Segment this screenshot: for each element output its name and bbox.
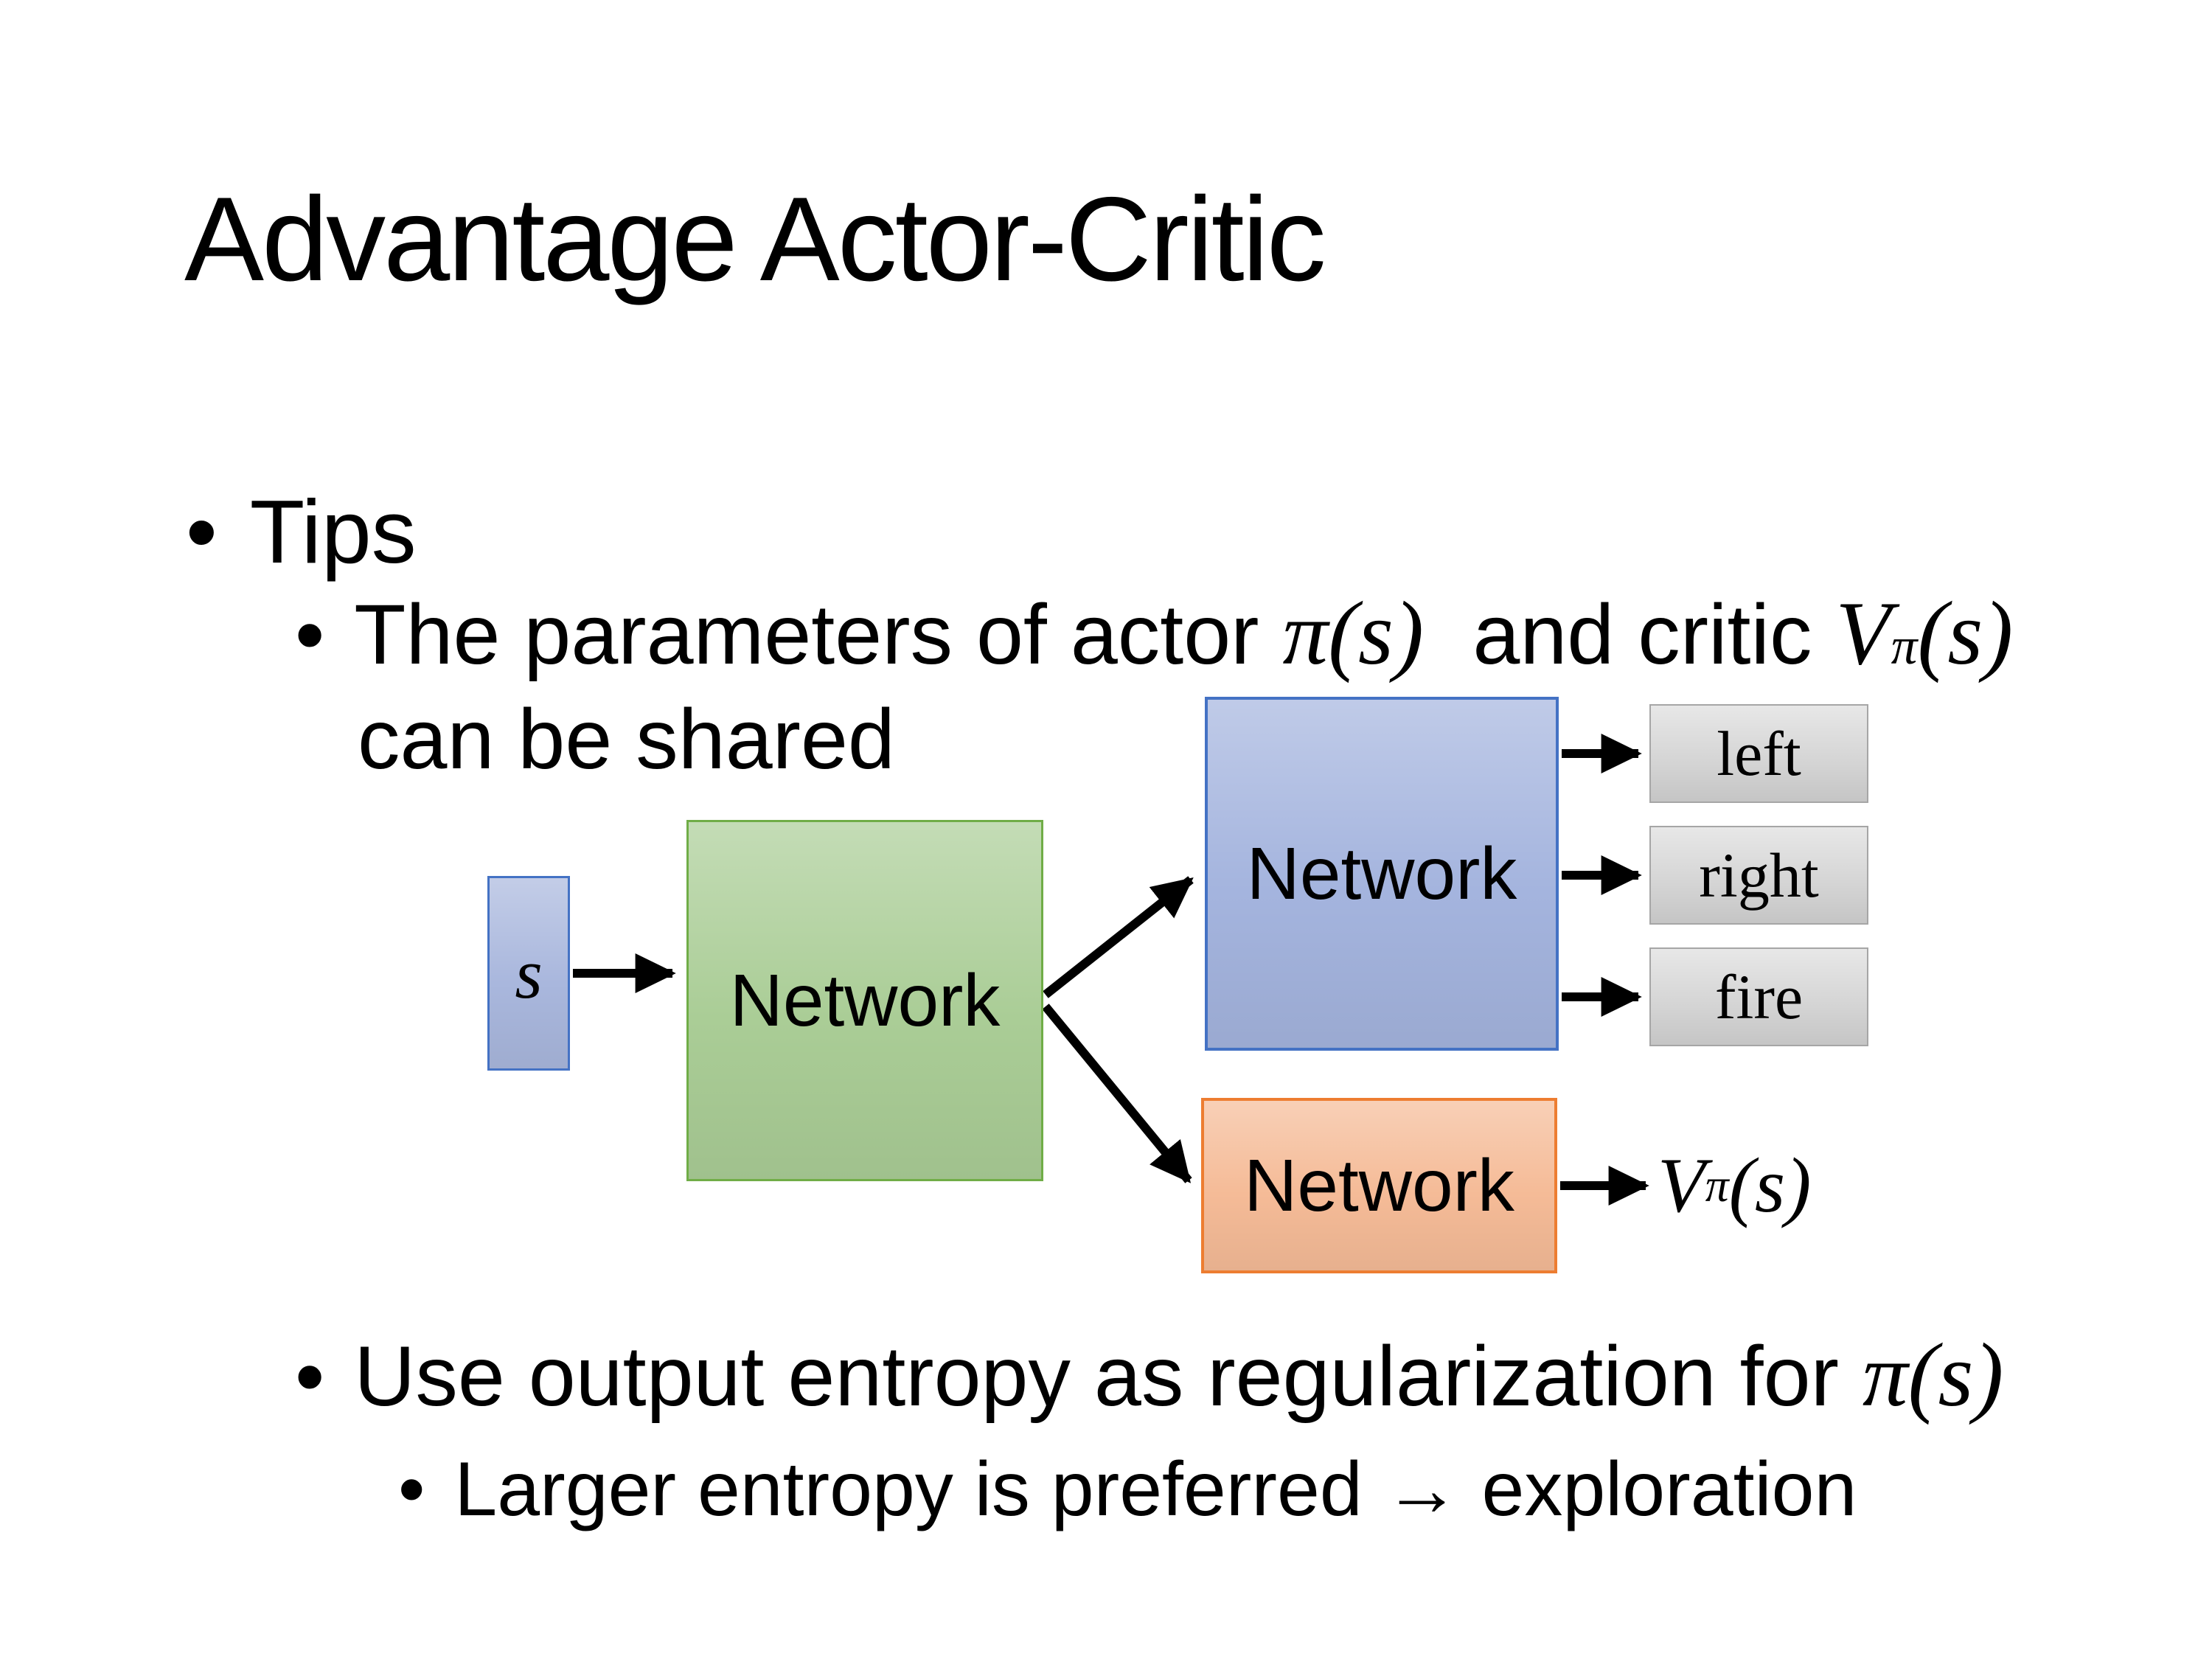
- tips-label: Tips: [249, 481, 417, 582]
- value-output-sup: π: [1705, 1159, 1729, 1211]
- bullet-dot: •: [295, 588, 325, 682]
- arrow-shared-to-actor-network: [1043, 876, 1194, 998]
- shared-params-text-mid: and critic: [1449, 588, 1836, 682]
- actor-policy-math: π(s): [1282, 582, 1424, 684]
- bullet-line-tips: • Tips: [186, 476, 417, 588]
- critic-value-math-arg: (s): [1917, 582, 2014, 684]
- critic-value-math-base: V: [1835, 582, 1891, 684]
- shared-network-label: Network: [729, 959, 1001, 1042]
- bullet-line-shared-params: • The parameters of actor π(s) and criti…: [295, 577, 2013, 690]
- entropy-text: Use output entropy as regularization for: [354, 1329, 1863, 1424]
- bullet-line-entropy: • Use output entropy as regularization f…: [295, 1318, 2003, 1432]
- shared-network-box: Network: [686, 820, 1043, 1181]
- critic-value-math-sup: π: [1891, 617, 1918, 675]
- actor-network-label: Network: [1246, 832, 1517, 915]
- bullet-dot: •: [295, 1329, 325, 1424]
- action-fire-box: fire: [1649, 947, 1868, 1046]
- action-fire-label: fire: [1714, 961, 1804, 1032]
- bullet-line-exploration: • Larger entropy is preferred → explorat…: [398, 1441, 1857, 1537]
- shared-params-text: The parameters of actor: [354, 588, 1283, 682]
- actor-network-box: Network: [1205, 697, 1559, 1051]
- critic-network-label: Network: [1244, 1144, 1514, 1227]
- arrow-shared-to-critic-network: [1042, 1004, 1192, 1183]
- action-left-box: left: [1649, 704, 1868, 803]
- input-state-label: s: [515, 933, 543, 1013]
- input-state-box: s: [487, 876, 570, 1071]
- action-right-box: right: [1649, 826, 1868, 925]
- page-title: Advantage Actor-Critic: [184, 173, 1326, 306]
- entropy-policy-math: π(s): [1862, 1324, 2004, 1425]
- shared-params-line2: can be shared: [358, 692, 895, 787]
- action-left-label: left: [1717, 718, 1801, 789]
- bullet-line-shared-params-2: can be shared: [358, 687, 895, 793]
- value-output-base: V: [1658, 1142, 1705, 1228]
- value-output-arg: (s): [1728, 1142, 1812, 1228]
- critic-network-box: Network: [1201, 1098, 1557, 1273]
- bullet-dot: •: [186, 481, 218, 582]
- bullet-dot: •: [398, 1447, 425, 1532]
- exploration-text: Larger entropy is preferred → exploratio…: [454, 1447, 1857, 1532]
- action-right-label: right: [1699, 840, 1819, 911]
